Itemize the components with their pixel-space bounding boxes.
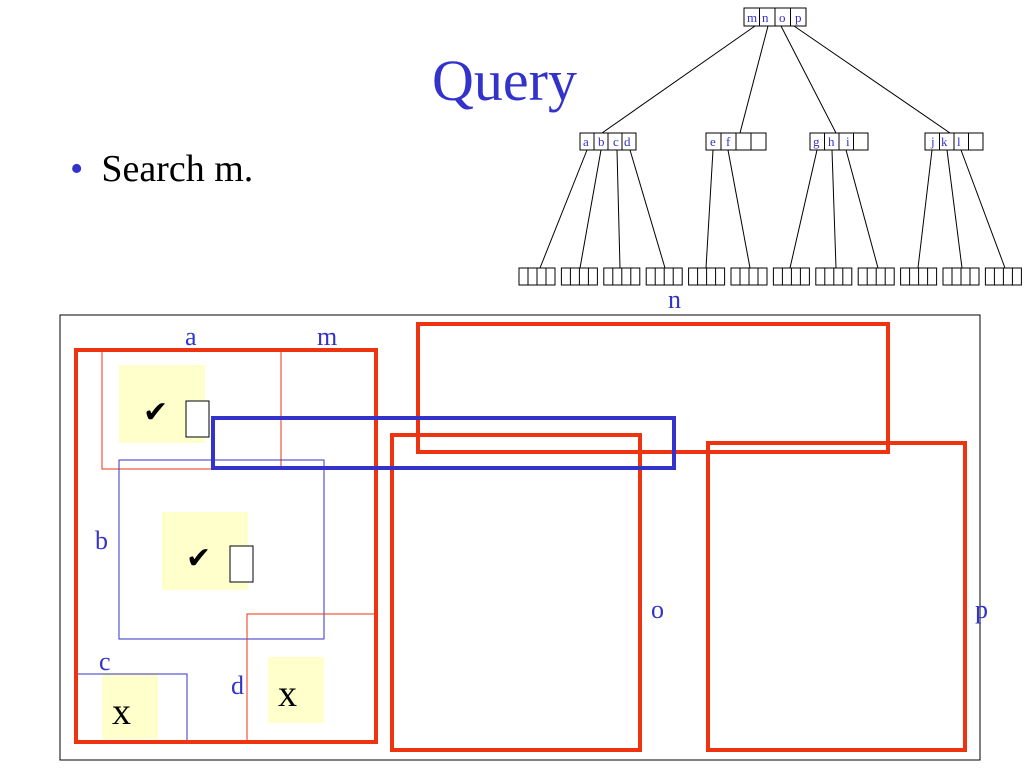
label-m: m [317, 322, 337, 351]
node-key: i [846, 134, 850, 149]
tree-leaf-node [603, 267, 641, 286]
tree-leaf-node [857, 267, 895, 286]
node-key: k [941, 134, 948, 149]
label-n: n [668, 285, 681, 314]
label-d: d [231, 671, 244, 700]
region-diagram: ✔ ✔ x x a m n b c d o p [59, 285, 988, 761]
node-key: c [613, 134, 619, 149]
tree-edge [960, 149, 1006, 269]
highlight-box-c [102, 673, 158, 739]
tree-edges-leaves [539, 149, 1006, 269]
x-mark: x [278, 673, 297, 715]
label-o: o [651, 595, 664, 624]
node-key: a [583, 134, 589, 149]
tree-leaf-node [688, 267, 726, 286]
node-key: b [598, 134, 605, 149]
tree-edge [601, 25, 756, 134]
tree-leaf-node [772, 267, 810, 286]
tree-edge [917, 149, 933, 269]
tree-edge [780, 25, 837, 134]
tree-edge [793, 25, 951, 134]
tree-node-jkl: j k l [924, 132, 984, 151]
node-key: h [828, 134, 835, 149]
region-n [416, 322, 890, 454]
root-key: o [779, 10, 786, 25]
query-rectangle [211, 416, 676, 470]
tree-edge [739, 25, 769, 134]
tree-edges-root [601, 25, 951, 134]
tree-node-ghi: g h i [809, 132, 869, 151]
tree-leaf-node [942, 267, 980, 286]
tree-leaf-row [518, 267, 1022, 286]
tree-leaf-node [900, 267, 938, 286]
tree-node-abcd: a b c d [579, 132, 637, 151]
tree-edge [845, 149, 879, 269]
check-mark-icon: ✔ [143, 395, 168, 430]
check-mark-icon: ✔ [186, 541, 211, 576]
tree-leaf-node [518, 267, 556, 286]
rtree: m n o p a b c d e f [518, 7, 1022, 286]
tree-edge [539, 149, 588, 269]
tree-edge [616, 149, 621, 269]
tree-leaf-node [560, 267, 598, 286]
root-key: m [747, 10, 757, 25]
node-key: j [930, 134, 935, 149]
tree-edge [705, 149, 714, 269]
label-p: p [975, 595, 988, 624]
region-m [74, 348, 378, 744]
empty-box-icon [229, 545, 254, 583]
tree-leaf-node [984, 267, 1022, 286]
label-b: b [95, 526, 108, 555]
diagram-frame [59, 314, 981, 761]
empty-box-icon [185, 400, 210, 438]
tree-leaf-node [645, 267, 683, 286]
tree-edge [629, 149, 666, 269]
tree-edge [946, 149, 963, 269]
highlight-box-d [268, 657, 324, 723]
bullet-item: • Search m. [70, 150, 253, 188]
tree-edge [579, 149, 602, 269]
region-b [118, 459, 325, 640]
x-mark: x [112, 691, 131, 733]
tree-root-node: m n o p [743, 7, 807, 27]
node-key: d [624, 134, 631, 149]
label-a: a [185, 322, 197, 351]
root-key: p [795, 10, 802, 25]
tree-node-ef: e f [705, 132, 767, 151]
node-key: l [957, 134, 961, 149]
root-key: n [762, 10, 769, 25]
bullet-marker: • [70, 148, 84, 190]
region-o [390, 433, 642, 752]
tree-edge [831, 149, 837, 269]
node-key: e [710, 134, 716, 149]
node-key: f [726, 134, 731, 149]
tree-edge [789, 149, 818, 269]
tree-edge [727, 149, 751, 269]
bullet-text: Search m. [101, 148, 254, 190]
tree-leaf-node [815, 267, 853, 286]
node-key: g [813, 134, 820, 149]
tree-leaf-node [730, 267, 768, 286]
label-c: c [99, 647, 111, 676]
region-p [706, 441, 967, 752]
region-d [246, 613, 375, 742]
slide-title: Query [432, 48, 577, 113]
